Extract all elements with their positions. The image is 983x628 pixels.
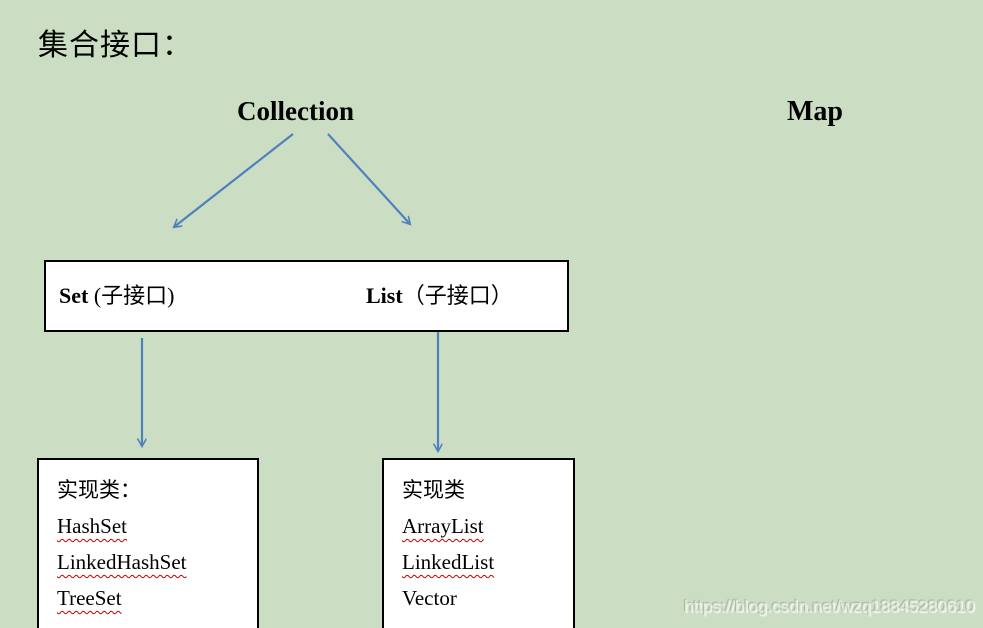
impl-item-arraylist: ArrayList: [402, 514, 484, 538]
set-interface-entry: Set (子接口): [59, 278, 174, 310]
interface-box: Set (子接口) List（子接口）: [44, 260, 569, 332]
impl-item-treeset: TreeSet: [57, 586, 122, 610]
impl-left-heading: 实现类：: [57, 478, 141, 502]
impl-item-linkedlist: LinkedList: [402, 550, 495, 574]
impl-item-hashset: HashSet: [57, 514, 127, 538]
list-implementations-box: 实现类 ArrayList LinkedList Vector: [382, 458, 575, 628]
impl-item-linkedhashset: LinkedHashSet: [57, 550, 187, 574]
arrow-collection-to-list: [327, 133, 410, 224]
map-node-label: Map: [787, 96, 843, 127]
page-title: 集合接口：: [38, 29, 193, 62]
collection-node-label: Collection: [237, 96, 354, 126]
watermark-url: https://blog.csdn.net/wzq18845280610: [683, 597, 975, 616]
set-interface-label: Set: [59, 283, 89, 308]
impl-right-heading: 实现类: [402, 478, 465, 502]
list-interface-entry: List（子接口）: [366, 278, 513, 310]
set-implementations-box: 实现类： HashSet LinkedHashSet TreeSet: [37, 458, 259, 628]
list-interface-note: （子接口）: [402, 283, 513, 308]
set-interface-note: (子接口): [88, 283, 175, 308]
list-interface-label: List: [366, 283, 403, 308]
impl-item-vector: Vector: [402, 586, 457, 610]
arrow-collection-to-set: [174, 133, 294, 227]
